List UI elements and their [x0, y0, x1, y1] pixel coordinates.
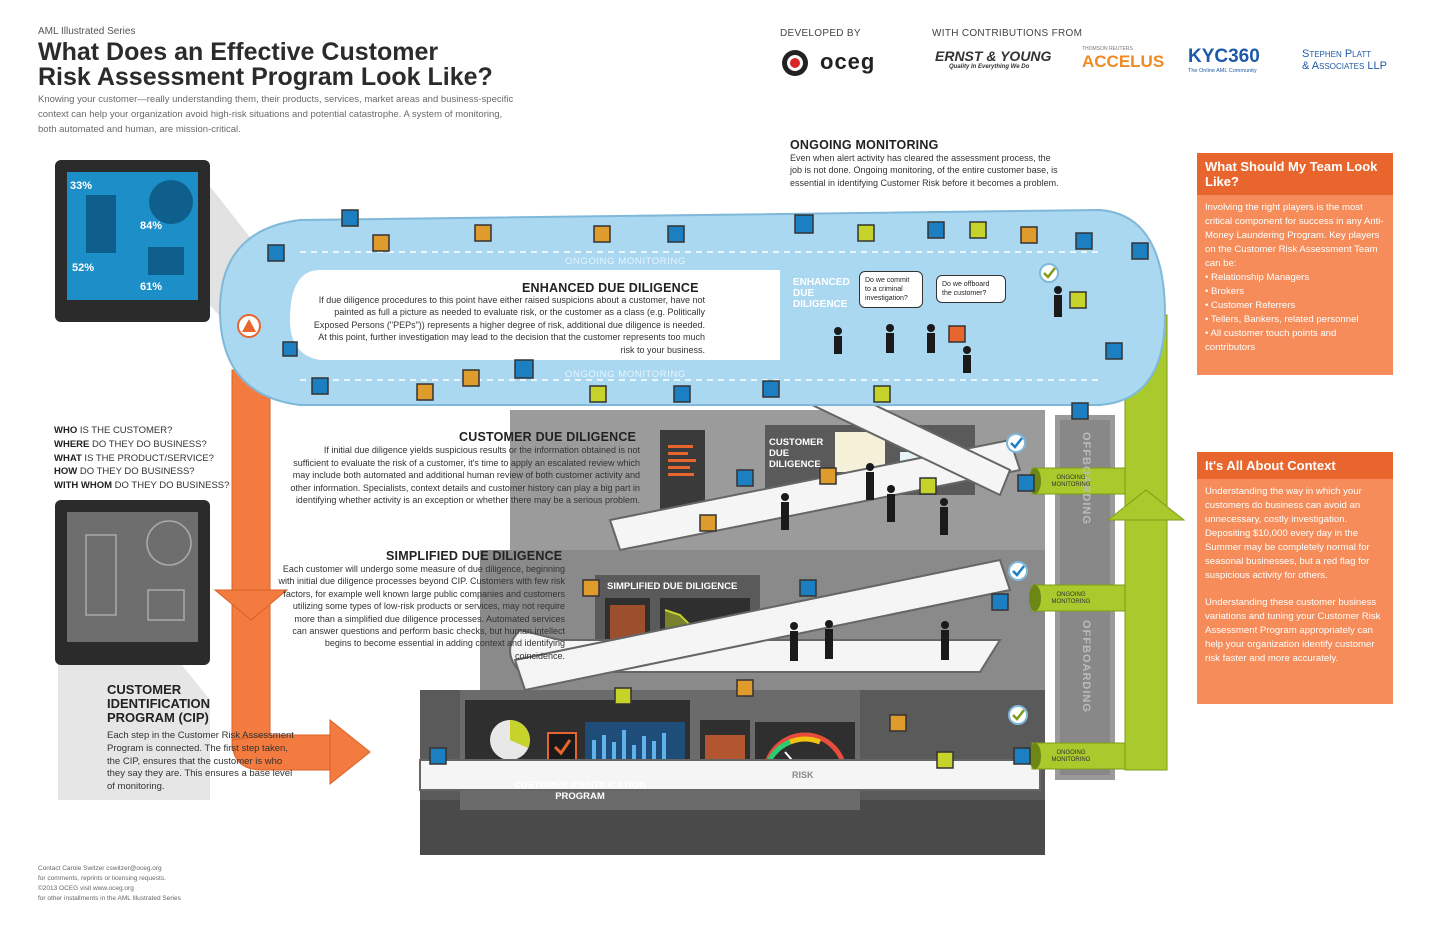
ongoing-monitoring-body: Even when alert activity has cleared the…: [790, 153, 1059, 188]
oceg-logo: oceg: [780, 48, 900, 78]
customer-questions: WHO IS THE CUSTOMER? WHERE DO THEY DO BU…: [54, 424, 229, 493]
team-item: All customer touch points and contributo…: [1205, 327, 1385, 355]
team-item: Tellers, Bankers, related personnel: [1205, 313, 1385, 327]
sdd-heading: SIMPLIFIED DUE DILIGENCE: [386, 549, 563, 563]
team-list: Relationship Managers Brokers Customer R…: [1205, 271, 1385, 355]
accelus-logo: THOMSON REUTERS ACCELUS: [1082, 46, 1165, 71]
cip-machine-label: CUSTOMER IDENTIFICATION PROGRAM: [513, 780, 647, 802]
edd-heading: ENHANCED DUE DILIGENCE: [522, 281, 699, 295]
team-item: Customer Referrers: [1205, 299, 1385, 313]
tablet-stat-3: 52%: [72, 262, 95, 274]
cdd-body: If initial due diligence yields suspicio…: [290, 445, 640, 506]
sdd-machine-label: SIMPLIFIED DUE DILIGENCE: [607, 581, 738, 592]
series-label: AML Illustrated Series: [38, 26, 136, 37]
cip-body: Each step in the Customer Risk Assessmen…: [107, 730, 294, 793]
edd-bubble-offboard: Do we offboard the customer?: [936, 275, 1006, 303]
kyc360-logo: KYC360 The Online AML Community: [1188, 46, 1260, 74]
context-box: It's All About Context Understanding the…: [1197, 452, 1393, 704]
context-box-body: Understanding the way in which your cust…: [1205, 486, 1381, 664]
contributions-label: WITH CONTRIBUTIONS FROM: [932, 28, 1083, 39]
track-label-top: ONGOING MONITORING: [565, 256, 686, 267]
team-box-body: Involving the right players is the most …: [1197, 195, 1393, 361]
ey-logo: ERNST & YOUNG Quality In Everything We D…: [935, 48, 1052, 70]
pipe-label-1: ONGOING MONITORING: [1051, 475, 1091, 488]
edd-body: If due diligence procedures to this poin…: [313, 295, 705, 355]
question-who: WHO IS THE CUSTOMER?: [54, 425, 173, 436]
title-line-2: Risk Assessment Program Look Like?: [38, 63, 493, 91]
tablet-stat-4: 61%: [140, 281, 163, 293]
question-how: HOW DO THEY DO BUSINESS?: [54, 466, 195, 478]
track-label-bottom: ONGOING MONITORING: [565, 369, 686, 380]
question-with-whom: WITH WHOM DO THEY DO BUSINESS?: [54, 480, 230, 492]
team-box-heading: What Should My Team Look Like?: [1197, 153, 1393, 195]
page-title: What Does an Effective Customer Risk Ass…: [38, 40, 538, 90]
cdd-heading: CUSTOMER DUE DILIGENCE: [459, 430, 637, 444]
oceg-mark-icon: [782, 50, 808, 76]
offboarding-label-1: OFFBOARDING: [1080, 432, 1092, 525]
context-box-heading: It's All About Context: [1197, 452, 1393, 479]
cdd-machine-label: CUSTOMER DUE DILIGENCE: [769, 437, 824, 470]
team-item: Relationship Managers: [1205, 271, 1385, 285]
stephen-platt-logo: Stephen Platt & Associates LLP: [1302, 48, 1387, 72]
sdd-body: Each customer will undergo some measure …: [278, 564, 565, 661]
footer-contact: Contact Carole Switzer cswitzer@oceg.org…: [38, 865, 181, 902]
team-box: What Should My Team Look Like? Involving…: [1197, 153, 1393, 375]
cip-heading: CUSTOMER IDENTIFICATION PROGRAM (CIP): [107, 682, 211, 725]
risk-gauge-label: RISK: [792, 770, 814, 780]
edd-machine-label: ENHANCED DUE DILIGENCE: [793, 277, 850, 310]
question-where: WHERE DO THEY DO BUSINESS?: [54, 438, 207, 450]
pipe-label-3: ONGOING MONITORING: [1051, 750, 1091, 763]
pipe-label-2: ONGOING MONITORING: [1051, 592, 1091, 605]
team-item: Brokers: [1205, 285, 1385, 299]
question-what: WHAT IS THE PRODUCT/SERVICE?: [54, 452, 214, 464]
tablet-stat-1: 33%: [70, 180, 93, 192]
tablet-stat-2: 84%: [140, 220, 163, 232]
developed-by-label: DEVELOPED BY: [780, 28, 861, 39]
title-line-1: What Does an Effective Customer: [38, 38, 439, 66]
edd-bubble-criminal: Do we commit to a criminal investigation…: [859, 271, 923, 308]
intro-text: Knowing your customer—really understandi…: [38, 94, 514, 135]
offboarding-label-2: OFFBOARDING: [1080, 620, 1092, 713]
ongoing-monitoring-heading: ONGOING MONITORING: [790, 138, 939, 152]
